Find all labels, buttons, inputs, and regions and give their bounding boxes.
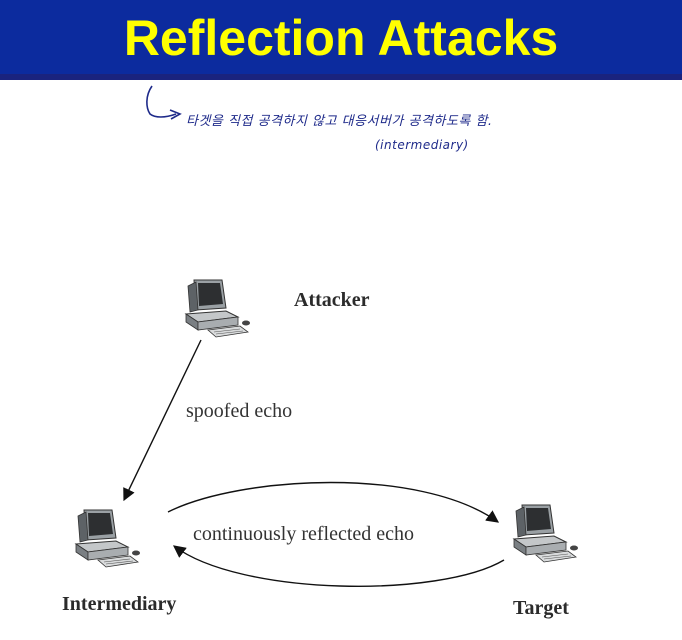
- intermediary-computer-icon: [75, 509, 141, 568]
- reflected-arrow-top: [167, 481, 500, 523]
- reflected-echo-label: continuously reflected echo: [193, 523, 415, 545]
- spoofed-echo-arrow: [123, 339, 202, 502]
- slide-title: Reflection Attacks: [123, 10, 559, 66]
- attacker-label: Attacker: [294, 289, 370, 311]
- target-computer-icon: [513, 504, 579, 563]
- target-label: Target: [513, 597, 569, 619]
- attacker-computer-icon: [185, 279, 251, 338]
- annotation-bracket: [146, 85, 177, 118]
- title-bar: [0, 0, 682, 80]
- title-underline: [0, 74, 682, 80]
- annotation-line-2: (intermediary): [375, 138, 469, 152]
- spoofed-echo-label: spoofed echo: [186, 400, 293, 422]
- reflected-arrow-bottom: [172, 545, 505, 587]
- annotation-line-1: 타겟을 직접 공격하지 않고 대응서버가 공격하도록 함.: [186, 114, 493, 129]
- intermediary-label: Intermediary: [62, 593, 177, 615]
